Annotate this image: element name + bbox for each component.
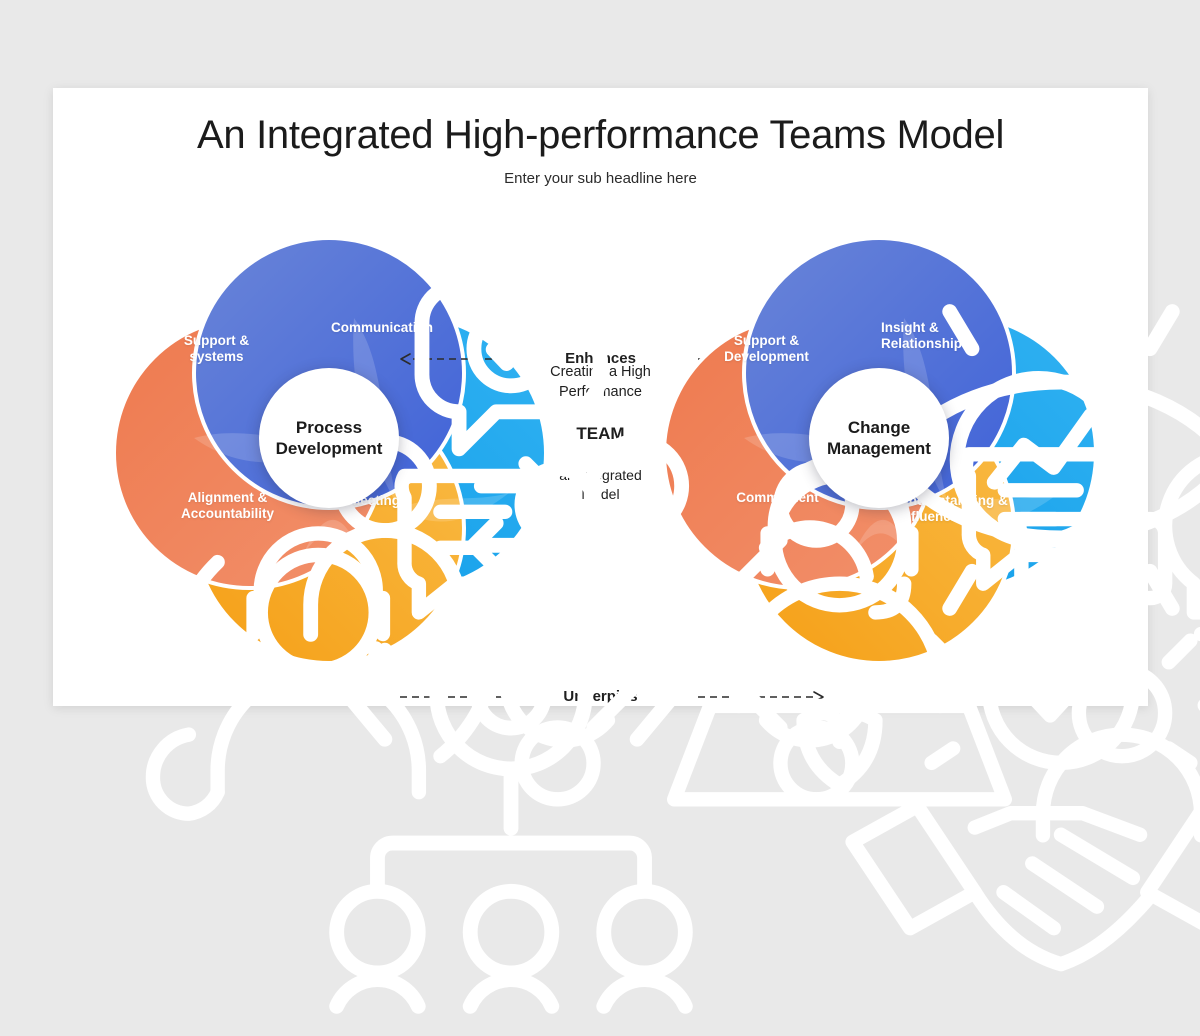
- slide-card: An Integrated High-performance Teams Mod…: [53, 88, 1200, 1014]
- hub-process-development: Process Development: [259, 368, 399, 508]
- hub-line-2: Development: [275, 439, 383, 458]
- page-subtitle: Enter your sub headline here: [504, 170, 697, 187]
- center-team-line-1a: Creating a High: [550, 364, 651, 380]
- hub-line-1: Change: [847, 417, 911, 437]
- center-team-line-3b: Model: [581, 486, 620, 503]
- center-team-line-3a: an Integrated: [559, 467, 642, 484]
- arrow-enhances-left-icon: [400, 353, 516, 365]
- hub-line-2: Management: [827, 439, 931, 458]
- diagram-process-development: Process Development Communication Meetin…: [99, 208, 874, 1014]
- arrow-underpins-left-icon: [400, 696, 516, 698]
- connector-label-underpins: Underpins: [563, 688, 638, 705]
- hub-change-management: Change Management: [809, 368, 949, 508]
- center-team-line-1b: Performance: [558, 383, 642, 400]
- hub-line-1: Process: [295, 417, 363, 437]
- diagram-change-management: Change Management Insight &Relationships…: [649, 208, 1200, 972]
- arrow-underpins-right-icon: [698, 691, 824, 703]
- page-title: An Integrated High-performance Teams Mod…: [196, 113, 1005, 157]
